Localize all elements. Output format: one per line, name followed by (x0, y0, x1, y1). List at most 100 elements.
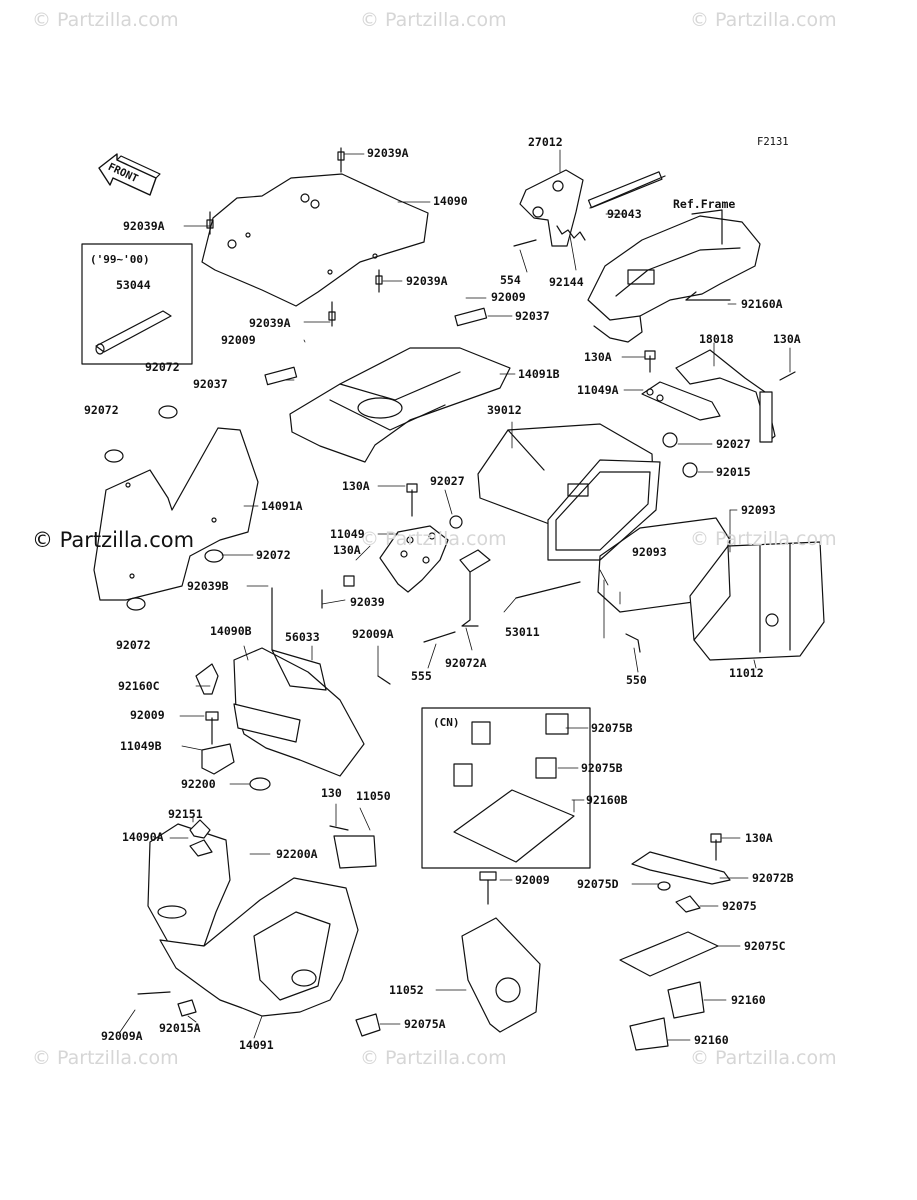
part-label-92072: 92072 (145, 360, 180, 374)
bracket-53011 (423, 549, 641, 653)
watermark-top-2: © Partzilla.com (360, 9, 507, 31)
subgroup-box-years (81, 243, 193, 365)
part-label-92039A: 92039A (406, 274, 448, 288)
watermark-top-1: © Partzilla.com (32, 9, 179, 31)
part-label-555: 555 (411, 669, 432, 683)
panel-14091A (93, 405, 259, 611)
part-label-554: 554 (500, 273, 521, 287)
part-label-92043: 92043 (607, 207, 642, 221)
watermark-top-3: © Partzilla.com (690, 9, 837, 31)
subgroup-box-cn (421, 707, 591, 869)
part-label-92075D: 92075D (577, 877, 619, 891)
part-label-92093: 92093 (632, 545, 667, 559)
part-label-11049B: 11049B (120, 739, 162, 753)
part-label-53011: 53011 (505, 625, 540, 639)
part-label-92200A: 92200A (276, 847, 318, 861)
front-arrow-icon (98, 153, 161, 196)
part-label-92144: 92144 (549, 275, 584, 289)
part-label-130A: 130A (584, 350, 612, 364)
part-label-92072: 92072 (84, 403, 119, 417)
case-11012 (689, 541, 825, 661)
part-label-92039A: 92039A (367, 146, 409, 160)
mat-14091B (264, 307, 511, 463)
latch-27012 (513, 169, 666, 247)
part-label-92015A: 92015A (159, 1021, 201, 1035)
part-label-92009A: 92009A (101, 1029, 143, 1043)
lid-14090B (195, 587, 391, 777)
part-label-92075B: 92075B (591, 721, 633, 735)
part-label-92072B: 92072B (752, 871, 794, 885)
part-label-130A: 130A (342, 479, 370, 493)
part-label-39012: 39012 (487, 403, 522, 417)
part-label-92200: 92200 (181, 777, 216, 791)
watermark-side: © Partzilla.com (32, 528, 195, 552)
part-label-92009: 92009 (515, 873, 550, 887)
part-label-92037: 92037 (515, 309, 550, 323)
part-label-11050: 11050 (356, 789, 391, 803)
part-label-92075C: 92075C (744, 939, 786, 953)
part-label-11049: 11049 (330, 527, 365, 541)
bracket-92072B (619, 833, 731, 1051)
part-label-92160B: 92160B (586, 793, 628, 807)
part-label-92039: 92039 (350, 595, 385, 609)
watermark-bottom-1: © Partzilla.com (32, 1047, 179, 1069)
part-label-92037: 92037 (193, 377, 228, 391)
part-label-92160: 92160 (694, 1033, 729, 1047)
panel-14091 (137, 825, 381, 1037)
watermark-bottom-2: © Partzilla.com (360, 1047, 507, 1069)
part-label-14090B: 14090B (210, 624, 252, 638)
toolbox-39012 (477, 423, 698, 561)
panel-14090 (201, 147, 429, 327)
watermark-middle-2: © Partzilla.com (690, 528, 837, 550)
part-label-92009A: 92009A (352, 627, 394, 641)
part-label-92072A: 92072A (445, 656, 487, 670)
part-label-92075A: 92075A (404, 1017, 446, 1031)
part-label-11049A: 11049A (577, 383, 619, 397)
bracket-11049 (343, 483, 463, 593)
bracket-11049A (641, 350, 721, 421)
part-label-11012: 11012 (729, 666, 764, 680)
part-label-92015: 92015 (716, 465, 751, 479)
part-label-130A: 130A (333, 543, 361, 557)
part-label-27012: 27012 (528, 135, 563, 149)
leader-lines (119, 149, 791, 1041)
part-label-130A: 130A (773, 332, 801, 346)
diagram-code: F2131 (757, 136, 789, 148)
subgroup-years-label: ('99~'00) (90, 253, 150, 266)
panel-14090A (147, 819, 231, 947)
part-label-92039B: 92039B (187, 579, 229, 593)
part-label-14090A: 14090A (122, 830, 164, 844)
part-label-14091B: 14091B (518, 367, 560, 381)
part-label-14091: 14091 (239, 1038, 274, 1052)
part-label-92039A: 92039A (249, 316, 291, 330)
part-label-92039A: 92039A (123, 219, 165, 233)
part-label-130A: 130A (745, 831, 773, 845)
bracket-18018 (675, 349, 796, 443)
part-label-14091A: 14091A (261, 499, 303, 513)
part-label-92160: 92160 (731, 993, 766, 1007)
watermark-bottom-3: © Partzilla.com (690, 1047, 837, 1069)
part-label-92075B: 92075B (581, 761, 623, 775)
part-label-92075: 92075 (722, 899, 757, 913)
part-label-92160C: 92160C (118, 679, 160, 693)
bracket-11049B (201, 711, 271, 791)
part-label-92009: 92009 (221, 333, 256, 347)
subgroup-cn-label: (CN) (433, 716, 460, 729)
part-label-130: 130 (321, 786, 342, 800)
part-label-92151: 92151 (168, 807, 203, 821)
ref-frame-label: Ref.Frame (673, 197, 736, 211)
watermark-middle-1: © Partzilla.com (360, 528, 507, 550)
part-label-92027: 92027 (430, 474, 465, 488)
part-label-18018: 18018 (699, 332, 734, 346)
part-label-92009: 92009 (491, 290, 526, 304)
part-label-92093: 92093 (741, 503, 776, 517)
part-label-92072: 92072 (256, 548, 291, 562)
part-label-92009: 92009 (130, 708, 165, 722)
part-label-11052: 11052 (389, 983, 424, 997)
ref-frame (587, 209, 761, 343)
part-label-92072: 92072 (116, 638, 151, 652)
part-label-53044: 53044 (116, 278, 151, 292)
part-label-56033: 56033 (285, 630, 320, 644)
bracket-11052 (461, 871, 541, 1033)
